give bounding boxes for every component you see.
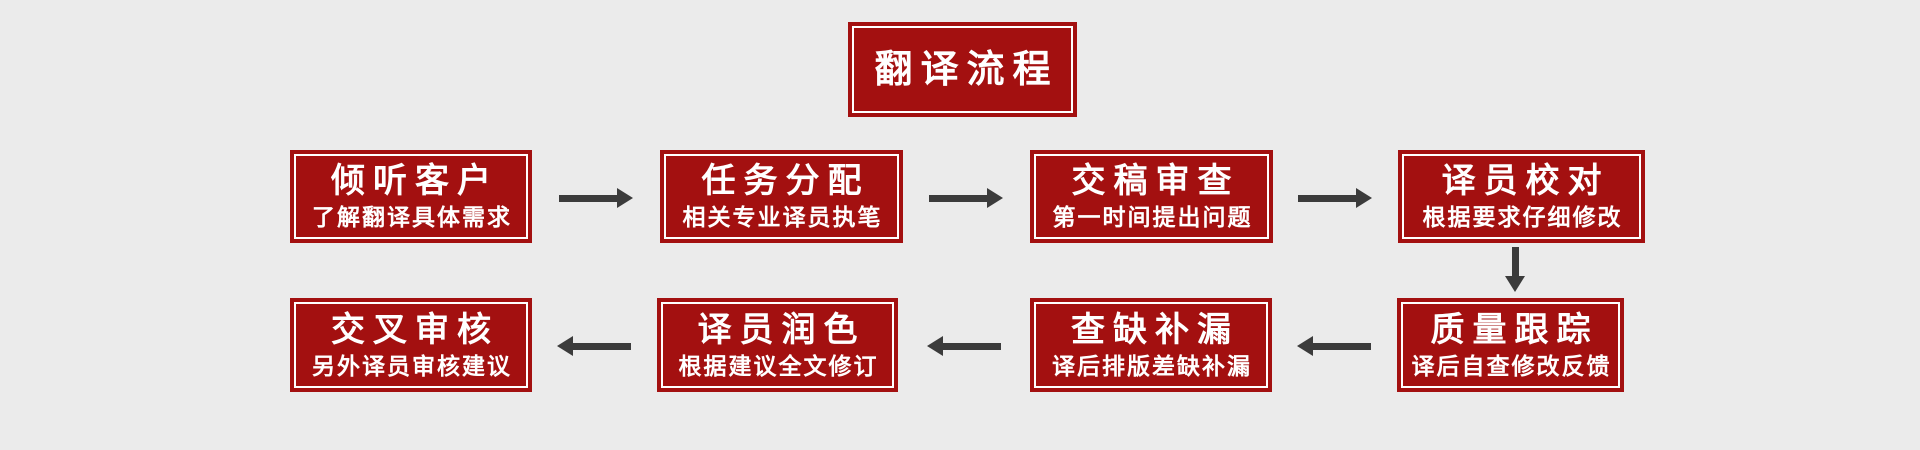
arrow-shaft <box>1511 247 1519 276</box>
step-subtitle: 译后排版差缺补漏 <box>1052 352 1252 379</box>
arrow-left-icon <box>557 336 631 356</box>
step-subtitle: 了解翻译具体需求 <box>312 204 512 230</box>
arrow-right-icon <box>1298 188 1372 208</box>
step-heading: 译员校对 <box>1441 162 1610 200</box>
arrow-shaft <box>559 194 617 202</box>
arrow-shaft <box>929 194 987 202</box>
step-heading: 交稿审查 <box>1071 162 1240 200</box>
step-box-fill-gaps: 查缺补漏 译后排版差缺补漏 <box>1030 298 1272 392</box>
step-box-cross-review: 交叉审核 另外译员审核建议 <box>290 298 532 392</box>
flow-title-box: 翻译流程 <box>848 22 1077 117</box>
arrow-left-icon <box>927 336 1001 356</box>
step-subtitle: 译后自查修改反馈 <box>1411 352 1612 379</box>
arrow-shaft <box>1298 194 1356 202</box>
step-box-listen-customer: 倾听客户 了解翻译具体需求 <box>290 150 532 243</box>
arrow-head <box>1356 188 1372 208</box>
arrow-shaft <box>1313 342 1371 350</box>
arrow-left-icon <box>1297 336 1371 356</box>
arrow-head <box>1297 336 1313 356</box>
step-heading: 质量跟踪 <box>1430 310 1599 349</box>
step-box-task-assignment: 任务分配 相关专业译员执笔 <box>660 150 903 243</box>
step-heading: 任务分配 <box>701 162 870 200</box>
arrow-head <box>1505 276 1525 292</box>
step-box-translator-polish: 译员润色 根据建议全文修订 <box>657 298 898 392</box>
step-heading: 查缺补漏 <box>1071 310 1239 349</box>
step-subtitle: 第一时间提出问题 <box>1052 204 1253 230</box>
arrow-shaft <box>573 342 631 350</box>
arrow-right-icon <box>559 188 633 208</box>
arrow-down-icon <box>1505 247 1525 292</box>
step-subtitle: 相关专业译员执笔 <box>682 204 883 230</box>
arrow-head <box>987 188 1003 208</box>
step-heading: 倾听客户 <box>331 162 499 200</box>
arrow-head <box>557 336 573 356</box>
step-subtitle: 根据建议全文修订 <box>678 352 879 379</box>
step-heading: 译员润色 <box>697 310 866 349</box>
step-subtitle: 根据要求仔细修改 <box>1422 204 1623 230</box>
arrow-head <box>617 188 633 208</box>
arrow-right-icon <box>929 188 1003 208</box>
step-box-quality-tracking: 质量跟踪 译后自查修改反馈 <box>1397 298 1624 392</box>
step-subtitle: 另外译员审核建议 <box>312 352 512 379</box>
flow-title: 翻译流程 <box>874 48 1059 91</box>
step-heading: 交叉审核 <box>331 310 499 349</box>
arrow-shaft <box>943 342 1001 350</box>
arrow-head <box>927 336 943 356</box>
step-box-translator-proofread: 译员校对 根据要求仔细修改 <box>1398 150 1645 243</box>
step-box-draft-review: 交稿审查 第一时间提出问题 <box>1030 150 1273 243</box>
